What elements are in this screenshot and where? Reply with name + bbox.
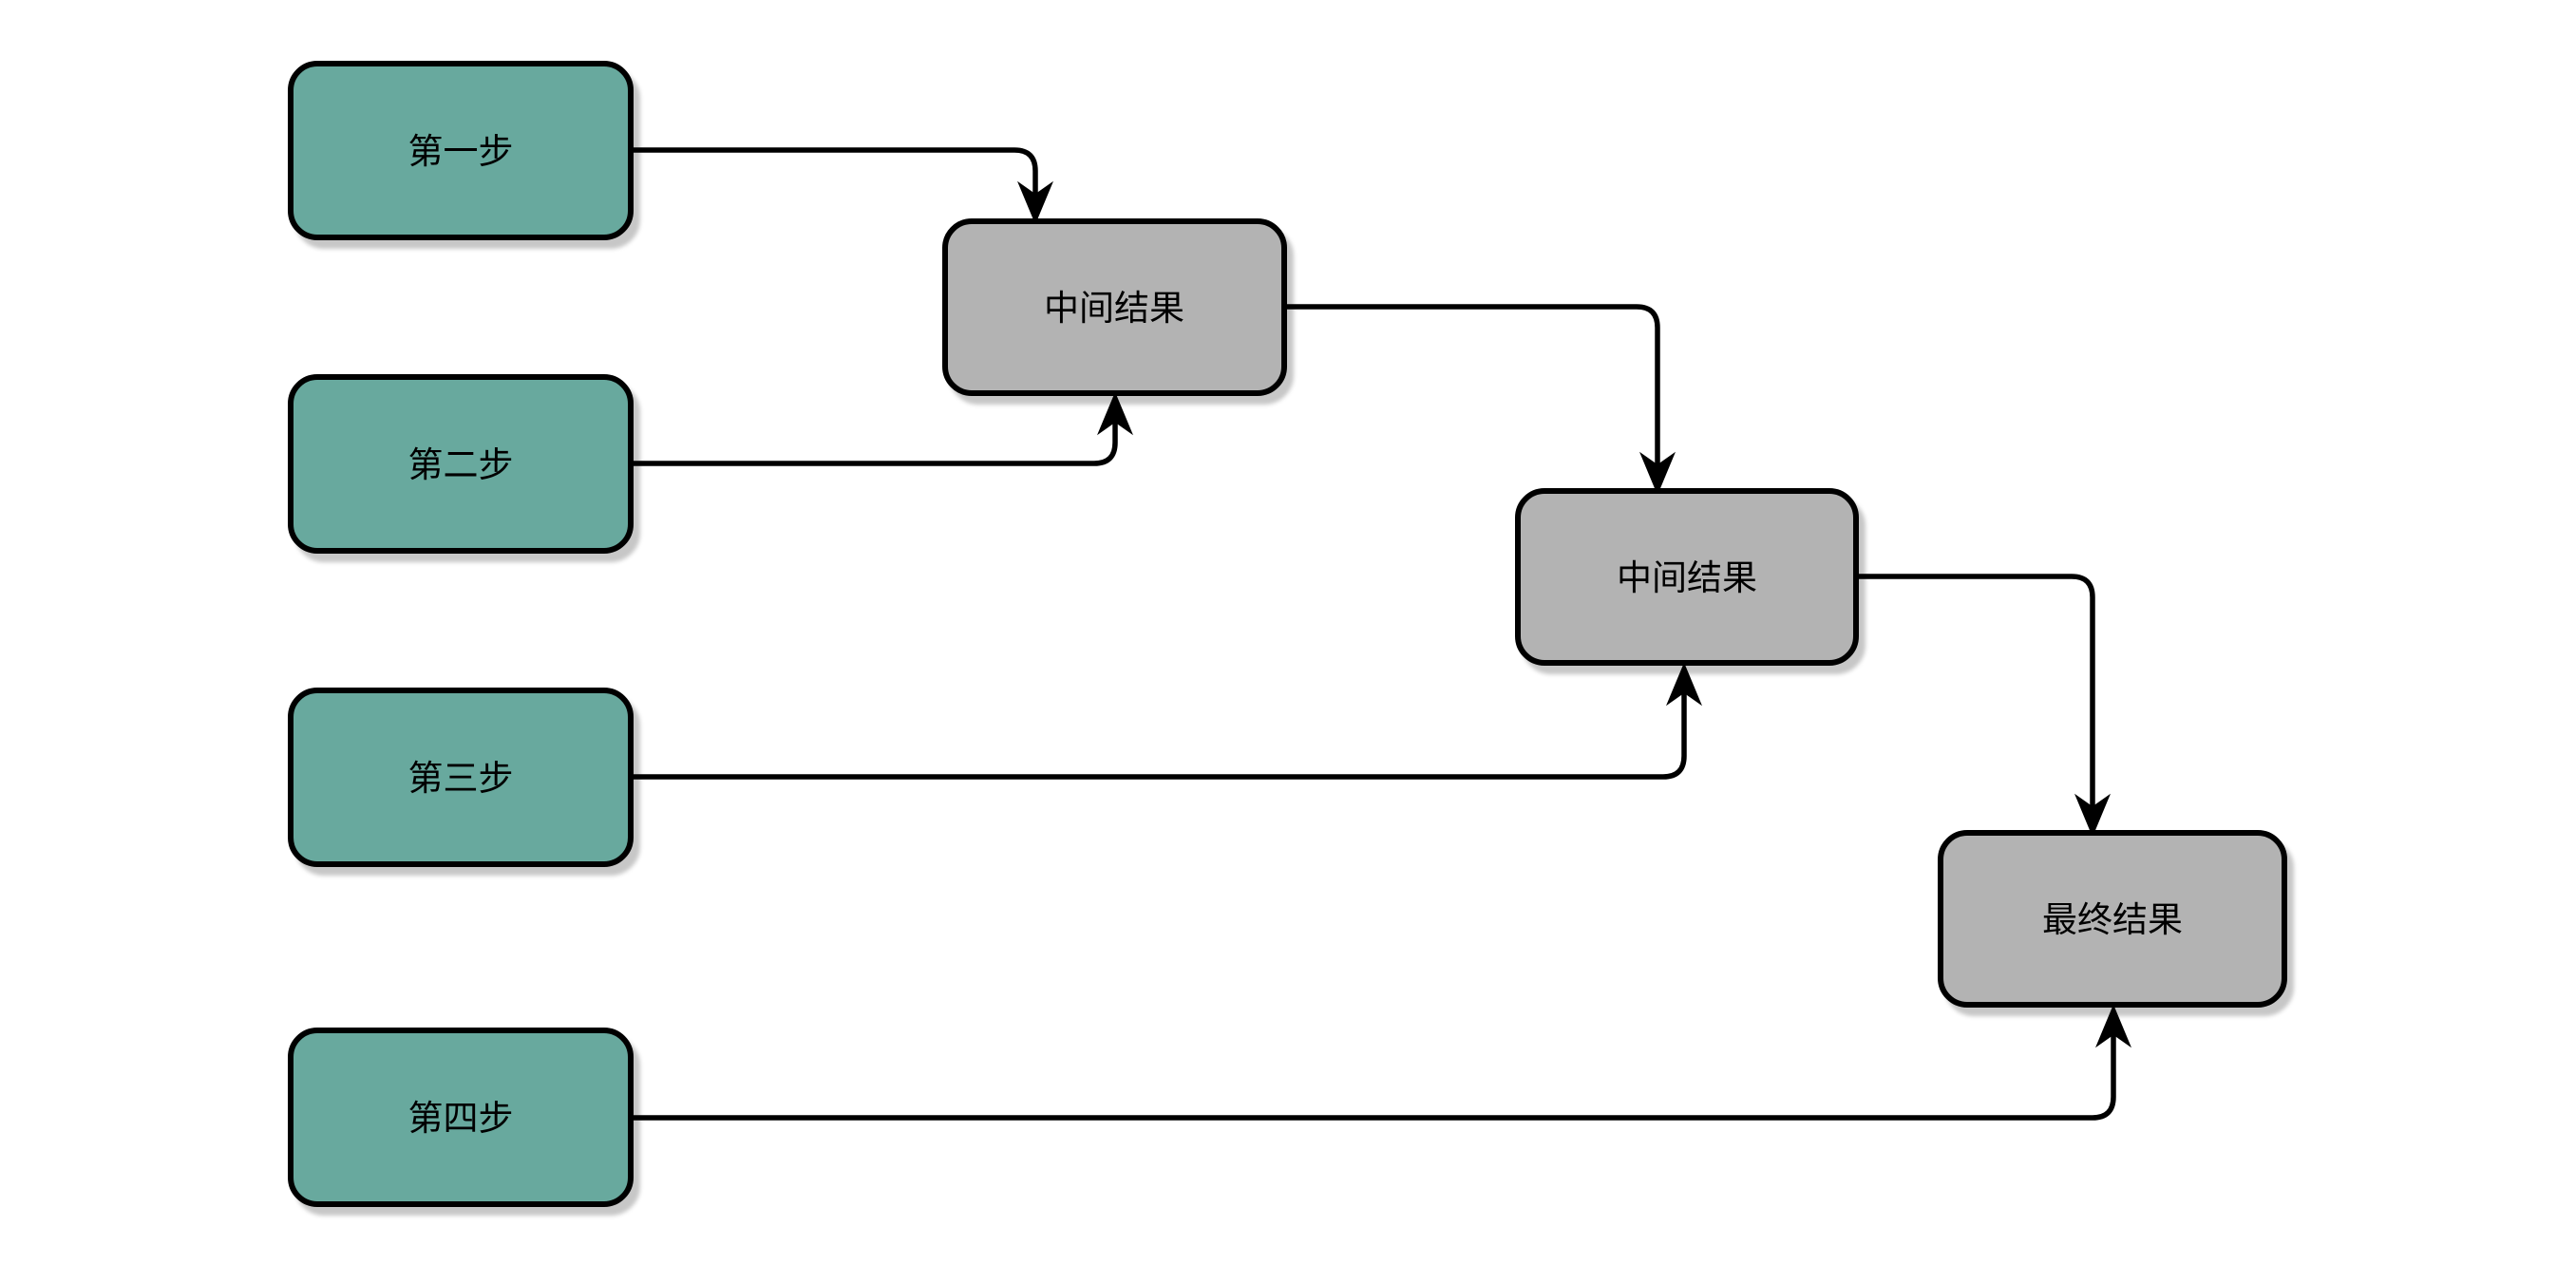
node-step-2-label: 第二步 <box>408 445 514 484</box>
edge-mid2-to-final[interactable] <box>1855 574 2111 838</box>
node-intermediate-result-2[interactable]: 中间结果 <box>1515 488 1859 666</box>
node-step-3[interactable]: 第三步 <box>288 688 634 867</box>
node-step-1-box[interactable] <box>288 61 634 240</box>
node-step-3-box[interactable] <box>288 688 634 867</box>
node-step-1-label: 第一步 <box>408 132 514 171</box>
node-intermediate-result-1[interactable]: 中间结果 <box>942 218 1287 396</box>
node-step-3-label: 第三步 <box>408 759 514 798</box>
edge-step3-to-mid2[interactable] <box>631 662 1702 780</box>
node-intermediate-result-1-box[interactable] <box>942 218 1287 396</box>
node-final-result-label: 最终结果 <box>2042 900 2183 939</box>
node-final-result[interactable]: 最终结果 <box>1938 830 2287 1008</box>
node-step-4-label: 第四步 <box>408 1099 514 1138</box>
node-final-result-box[interactable] <box>1938 830 2287 1008</box>
node-intermediate-result-2-box[interactable] <box>1515 488 1859 666</box>
node-step-4[interactable]: 第四步 <box>288 1028 634 1207</box>
node-step-1[interactable]: 第一步 <box>288 61 634 240</box>
edge-mid1-to-mid2[interactable] <box>1284 304 1676 496</box>
node-step-4-box[interactable] <box>288 1028 634 1207</box>
edge-step2-to-mid1[interactable] <box>631 391 1133 466</box>
node-step-2[interactable]: 第二步 <box>288 374 634 554</box>
edge-step4-to-final[interactable] <box>631 1004 2131 1121</box>
node-intermediate-result-2-label: 中间结果 <box>1617 558 1757 597</box>
node-step-2-box[interactable] <box>288 374 634 554</box>
edge-step1-to-mid1[interactable] <box>631 147 1053 225</box>
node-intermediate-result-1-label: 中间结果 <box>1044 289 1184 328</box>
